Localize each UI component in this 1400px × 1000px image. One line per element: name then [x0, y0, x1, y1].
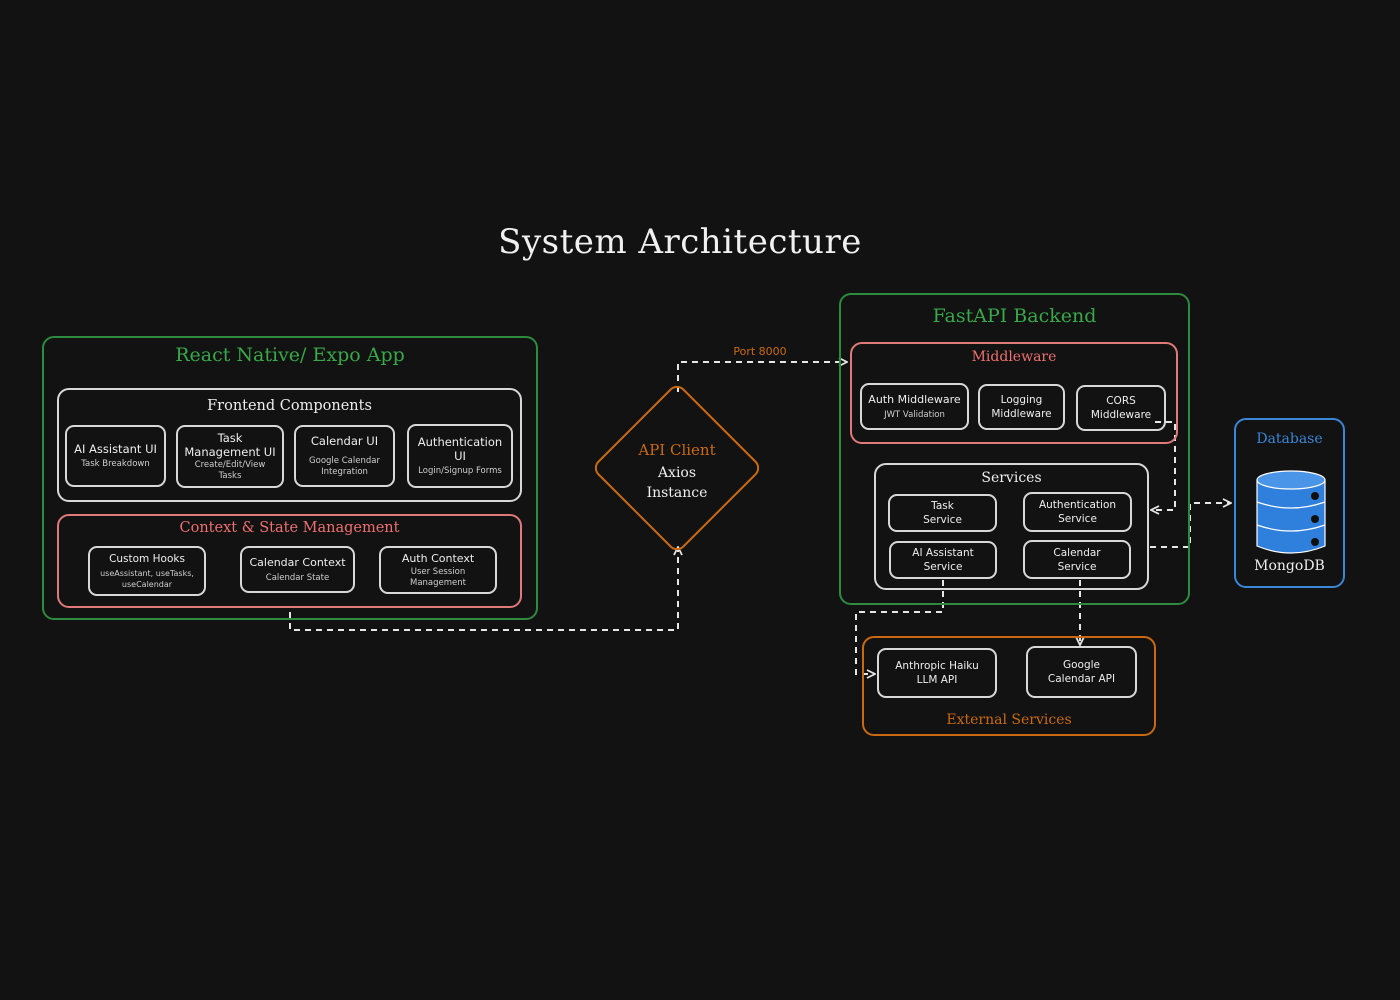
task-management-ui-label: Task Management UI — [184, 431, 276, 459]
logging-middleware-card: Logging Middleware — [978, 384, 1065, 430]
ai-assistant-service-card: AI Assistant Service — [889, 541, 997, 579]
calendar-context-card: Calendar Context Calendar State — [240, 546, 355, 593]
authentication-ui-label: Authentication UI — [417, 435, 503, 463]
frontend-components-group: Frontend Components — [57, 388, 522, 502]
ai-assistant-ui-label: AI Assistant UI — [74, 442, 157, 456]
middleware-title: Middleware — [971, 349, 1057, 365]
task-management-ui-card: Task Management UI Create/Edit/View Task… — [176, 425, 284, 488]
authentication-service-label: Authentication Service — [1038, 499, 1117, 525]
calendar-context-sub: Calendar State — [265, 572, 330, 583]
arrow-api-to-middleware — [677, 362, 846, 392]
external-services-title: External Services — [946, 712, 1072, 728]
auth-context-sub: User Session Management — [410, 566, 466, 588]
frontend-title: React Native/ Expo App — [175, 344, 405, 366]
cors-middleware-card: CORS Middleware — [1076, 385, 1166, 431]
middleware-group: Middleware — [850, 342, 1178, 444]
api-client-sub: Axios Instance — [646, 465, 708, 501]
database-cylinder-icon — [1256, 470, 1326, 554]
backend-title: FastAPI Backend — [932, 305, 1097, 327]
arrow-services-to-database — [1150, 503, 1230, 548]
custom-hooks-card: Custom Hooks useAssistant, useTasks, use… — [88, 546, 206, 596]
calendar-ui-sub: Google Calendar Integration — [309, 456, 380, 477]
task-service-card: Task Service — [888, 494, 997, 532]
auth-middleware-sub: JWT Validation — [884, 409, 945, 420]
api-client-title: API Client — [638, 441, 716, 459]
database-title: Database — [1256, 431, 1323, 447]
custom-hooks-sub: useAssistant, useTasks, useCalendar — [100, 569, 194, 589]
calendar-service-card: Calendar Service — [1023, 540, 1131, 579]
mongodb-label: MongoDB — [1254, 558, 1325, 574]
calendar-service-label: Calendar Service — [1053, 546, 1101, 573]
services-group: Services — [874, 463, 1149, 590]
api-client-label-group: API Client Axios Instance — [600, 432, 754, 512]
cors-middleware-label: CORS Middleware — [1090, 395, 1152, 421]
auth-middleware-label: Auth Middleware — [868, 392, 961, 406]
ai-assistant-service-label: AI Assistant Service — [912, 547, 974, 573]
task-service-label: Task Service — [923, 500, 962, 526]
google-calendar-api-card: Google Calendar API — [1026, 646, 1137, 698]
ai-assistant-ui-card: AI Assistant UI Task Breakdown — [65, 425, 166, 487]
port-label: Port 8000 — [733, 345, 787, 358]
auth-middleware-card: Auth Middleware JWT Validation — [860, 383, 969, 430]
database-container: Database MongoDB — [1234, 418, 1345, 588]
calendar-context-label: Calendar Context — [249, 555, 346, 569]
backend-container: FastAPI Backend — [839, 293, 1190, 605]
authentication-service-card: Authentication Service — [1023, 492, 1132, 532]
google-calendar-api-label: Google Calendar API — [1047, 659, 1116, 685]
ai-assistant-ui-sub: Task Breakdown — [81, 459, 150, 469]
custom-hooks-label: Custom Hooks — [109, 553, 185, 565]
diagram-title: System Architecture — [498, 222, 862, 262]
external-services-container: External Services — [862, 636, 1156, 736]
auth-context-label: Auth Context — [401, 551, 475, 565]
authentication-ui-sub: Login/Signup Forms — [418, 466, 502, 476]
services-title: Services — [981, 470, 1042, 486]
arrow-frontend-to-api — [289, 548, 678, 631]
authentication-ui-card: Authentication UI Login/Signup Forms — [407, 424, 513, 488]
anthropic-api-card: Anthropic Haiku LLM API — [877, 648, 997, 698]
frontend-container: React Native/ Expo App — [42, 336, 538, 620]
anthropic-api-label: Anthropic Haiku LLM API — [895, 660, 979, 686]
calendar-ui-card: Calendar UI Google Calendar Integration — [294, 425, 395, 487]
context-state-title: Context & State Management — [179, 520, 400, 536]
calendar-ui-label: Calendar UI — [310, 434, 379, 448]
frontend-components-title: Frontend Components — [207, 398, 372, 414]
logging-middleware-label: Logging Middleware — [991, 394, 1052, 420]
task-management-ui-sub: Create/Edit/View Tasks — [194, 460, 266, 481]
auth-context-card: Auth Context User Session Management — [379, 546, 497, 594]
context-state-group: Context & State Management — [57, 514, 522, 608]
